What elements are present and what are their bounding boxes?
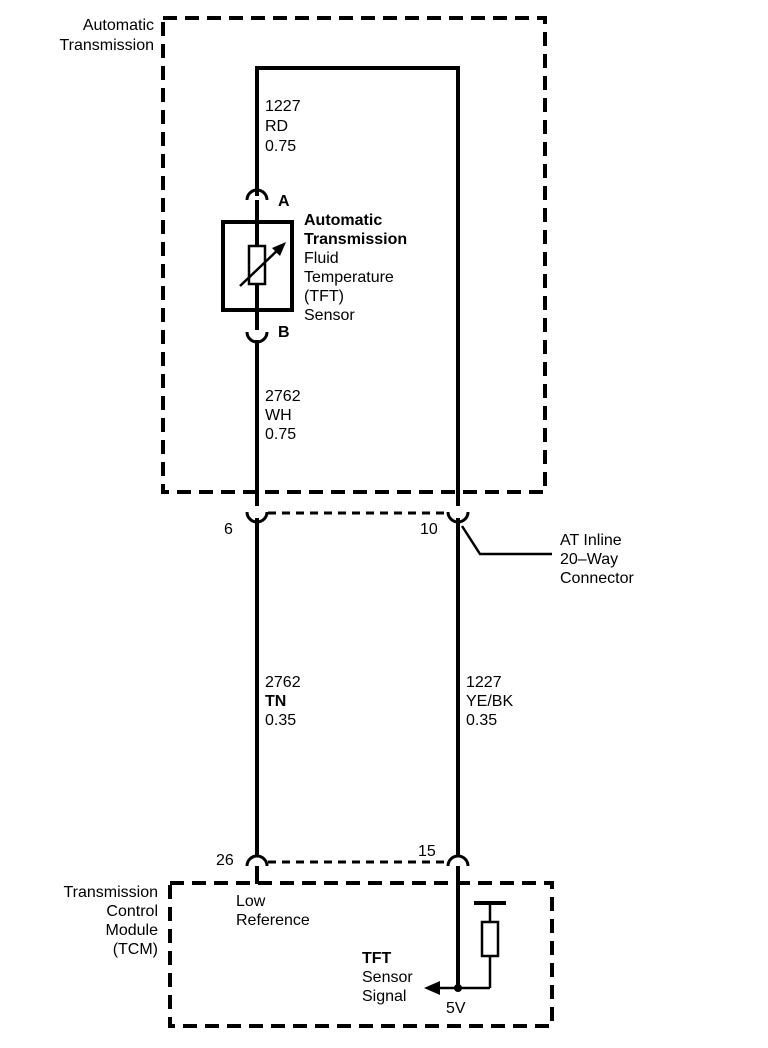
- tft-signal-line2: Sensor: [362, 969, 413, 986]
- transmission-boundary: [161, 16, 547, 494]
- wire-top-circuit: 1227: [265, 98, 301, 115]
- wire-left-lower-circuit: 2762: [265, 674, 301, 691]
- sensor-name-line4: Temperature: [304, 269, 394, 286]
- wire-left-lower-size: 0.35: [265, 712, 296, 729]
- pullup-resistor: [480, 920, 500, 958]
- wire-mid-size: 0.75: [265, 426, 296, 443]
- sensor-name-line1: Automatic: [304, 212, 382, 229]
- sensor-name-line3: Fluid: [304, 250, 339, 267]
- wire-top-color: RD: [265, 118, 288, 135]
- sensor-name-line6: Sensor: [304, 307, 355, 324]
- transmission-label-line1: Automatic: [83, 17, 154, 34]
- tcm-pin-right-label: 15: [418, 843, 436, 860]
- sensor-pin-a: [245, 188, 269, 201]
- sensor-pin-a-label: A: [278, 193, 290, 210]
- tcm-connector-pin-left: [245, 854, 269, 867]
- tft-signal-line1: TFT: [362, 950, 392, 967]
- tcm-pin-left-label: 26: [216, 852, 234, 869]
- inline-connector-name-line2: 20–Way: [560, 551, 618, 568]
- sensor-name-line5: (TFT): [304, 288, 344, 305]
- wire-loop-top: [255, 66, 460, 506]
- low-reference-line1: Low: [236, 893, 266, 910]
- tcm-name-line4: (TCM): [113, 941, 158, 958]
- inline-pin-left-label: 6: [224, 521, 233, 538]
- tcm-connector-pin-right: [446, 854, 470, 867]
- supply-voltage-label: 5V: [446, 1000, 466, 1017]
- inline-connector-leader: [460, 525, 552, 556]
- wire-left-lower-color: TN: [265, 693, 286, 710]
- tcm-name-line3: Module: [106, 922, 159, 939]
- transmission-label-line2: Transmission: [59, 37, 154, 54]
- inline-connector-name-line1: AT Inline: [560, 532, 622, 549]
- tft-signal-line3: Signal: [362, 988, 406, 1005]
- wire-right-lower-size: 0.35: [466, 712, 497, 729]
- sensor-name-line2: Transmission: [304, 231, 407, 248]
- inline-pin-right-label: 10: [420, 521, 438, 538]
- wire-mid-color: WH: [265, 407, 292, 424]
- variable-arrow-head: [272, 242, 286, 256]
- wire-right-lower-color: YE/BK: [466, 693, 513, 710]
- low-reference-line2: Reference: [236, 912, 310, 929]
- variable-arrow-line: [239, 245, 283, 287]
- wire-top-size: 0.75: [265, 138, 296, 155]
- sensor-pin-b-label: B: [278, 324, 290, 341]
- tcm-name-line2: Control: [106, 903, 158, 920]
- tcm-boundary: [168, 881, 554, 1028]
- inline-connector-name-line3: Connector: [560, 570, 634, 587]
- signal-arrow: [424, 981, 440, 995]
- wire-mid-circuit: 2762: [265, 388, 301, 405]
- tcm-name-line1: Transmission: [63, 884, 158, 901]
- wire-right-lower-circuit: 1227: [466, 674, 502, 691]
